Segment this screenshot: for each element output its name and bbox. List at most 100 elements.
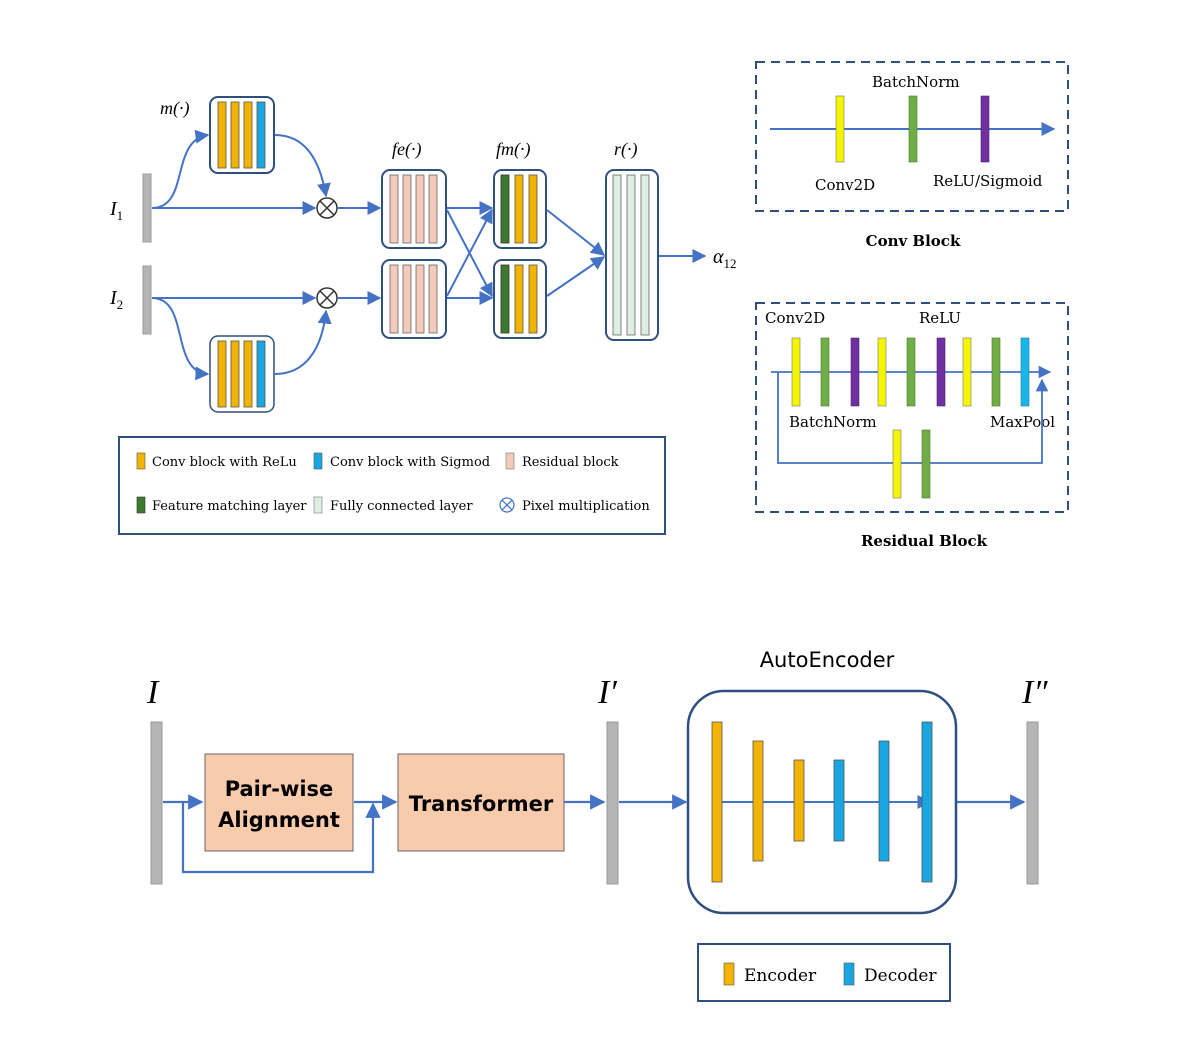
relu-bar (980, 95, 990, 163)
res-batchnorm-bar (906, 337, 916, 407)
conv-relu-bar (528, 264, 538, 334)
transformer-label: Transformer (409, 792, 554, 816)
legend-label: Encoder (744, 966, 817, 986)
res-relu-bar (936, 337, 946, 407)
feature-match-bar (500, 174, 510, 244)
arrow-fm-r-lower (546, 256, 606, 297)
otimes-icon (499, 497, 515, 513)
legend-label: Conv block with ReLu (152, 455, 297, 470)
res-batchnorm-bar (820, 337, 830, 407)
residual-bar (415, 264, 425, 334)
mid-label: I′ (597, 674, 617, 711)
legend-bottom: Encoder Decoder (697, 943, 951, 1002)
fc-bar (612, 174, 622, 336)
res-batchnorm-bar (991, 337, 1001, 407)
res-conv2d-label: Conv2D (765, 309, 825, 327)
mid-bar (606, 721, 619, 885)
legend-swatch-feature-match (136, 496, 146, 514)
conv-sigmoid-bar (256, 340, 266, 408)
legend-label: Feature matching layer (152, 499, 307, 514)
residual-bar (402, 174, 412, 244)
top-network: I1 I2 m(·) (109, 96, 737, 413)
otimes-icon (316, 287, 338, 309)
batchnorm-label: BatchNorm (872, 73, 960, 91)
legend-swatch-residual (505, 452, 515, 470)
residual-bar (428, 174, 438, 244)
legend-label: Fully connected layer (330, 499, 473, 514)
conv-relu-bar (243, 340, 253, 408)
out-label: I″ (1021, 674, 1048, 711)
pairwise-label: Pair-wise (225, 777, 334, 801)
r-fn-label: r(·) (614, 139, 638, 160)
encoder-bar (711, 721, 723, 883)
legend-label: Decoder (864, 966, 937, 986)
conv-relu-bar (217, 340, 227, 408)
output-label: α12 (713, 246, 737, 271)
res-batchnorm-label: BatchNorm (789, 413, 877, 431)
batchnorm-bar (908, 95, 918, 163)
fc-bar (640, 174, 650, 336)
arrow-fe-fm-4 (446, 208, 493, 297)
res-skip-conv2d-bar (892, 429, 902, 499)
res-maxpool-bar (1020, 337, 1030, 407)
residual-bar (415, 174, 425, 244)
curve-to-mask-lower (151, 297, 210, 381)
conv-relu-bar (528, 174, 538, 244)
encoder-bar (793, 759, 805, 842)
decoder-bar (921, 721, 933, 883)
res-skip-flow (777, 372, 1049, 464)
conv2d-label: Conv2D (815, 176, 875, 194)
curve-to-mask-upper (151, 129, 210, 209)
fm-fn-label: fm(·) (496, 139, 531, 160)
residual-block-title: Residual Block (861, 532, 988, 550)
transformer-box (397, 753, 565, 852)
skip-around-pairwise (181, 802, 381, 874)
residual-bar (389, 264, 399, 334)
residual-bar (428, 264, 438, 334)
residual-bar (402, 264, 412, 334)
res-relu-label: ReLU (919, 309, 961, 327)
res-conv2d-bar (791, 337, 801, 407)
res-skip-batchnorm-bar (921, 429, 931, 499)
residual-bar (389, 174, 399, 244)
res-conv2d-bar (877, 337, 887, 407)
fc-bar (626, 174, 636, 336)
conv-relu-bar (230, 101, 240, 169)
encoder-bar (752, 740, 764, 862)
pairwise-alignment-box (204, 753, 354, 852)
conv-relu-bar (243, 101, 253, 169)
autoencoder-title: AutoEncoder (760, 648, 895, 672)
legend-top: Conv block with ReLu Conv block with Sig… (118, 436, 666, 535)
decoder-bar (833, 759, 845, 842)
legend-swatch-conv-relu (136, 452, 146, 470)
input2-label: I2 (109, 287, 123, 312)
pairwise-label: Alignment (218, 808, 340, 832)
input2-bar (142, 265, 152, 335)
curve-mask-to-mult-upper (274, 134, 331, 198)
conv-relu-bar (514, 174, 524, 244)
input-label: I (146, 674, 160, 711)
input-bar (150, 721, 163, 885)
arrow-fm-r-upper (546, 209, 606, 256)
res-relu-bar (850, 337, 860, 407)
bottom-pipeline: I I′ I″ AutoEncoder Pair-wise Alignment … (146, 648, 1048, 915)
legend-swatch-conv-sigmoid (313, 452, 323, 470)
input1-bar (142, 173, 152, 243)
input1-label: I1 (109, 198, 123, 223)
conv-block-panel: BatchNorm Conv2D ReLU/Sigmoid Conv Block (755, 61, 1069, 250)
legend-swatch-fully-connected (313, 496, 323, 514)
mask-fn-label: m(·) (160, 98, 190, 119)
legend-label: Pixel multiplication (522, 499, 650, 514)
feature-match-bar (500, 264, 510, 334)
conv-sigmoid-bar (256, 101, 266, 169)
out-bar (1026, 721, 1039, 885)
conv-relu-bar (230, 340, 240, 408)
conv-block-title: Conv Block (866, 232, 961, 250)
otimes-icon (316, 197, 338, 219)
legend-swatch-decoder (843, 962, 855, 986)
legend-swatch-encoder (723, 962, 735, 986)
conv-relu-bar (514, 264, 524, 334)
decoder-bar (878, 740, 890, 862)
